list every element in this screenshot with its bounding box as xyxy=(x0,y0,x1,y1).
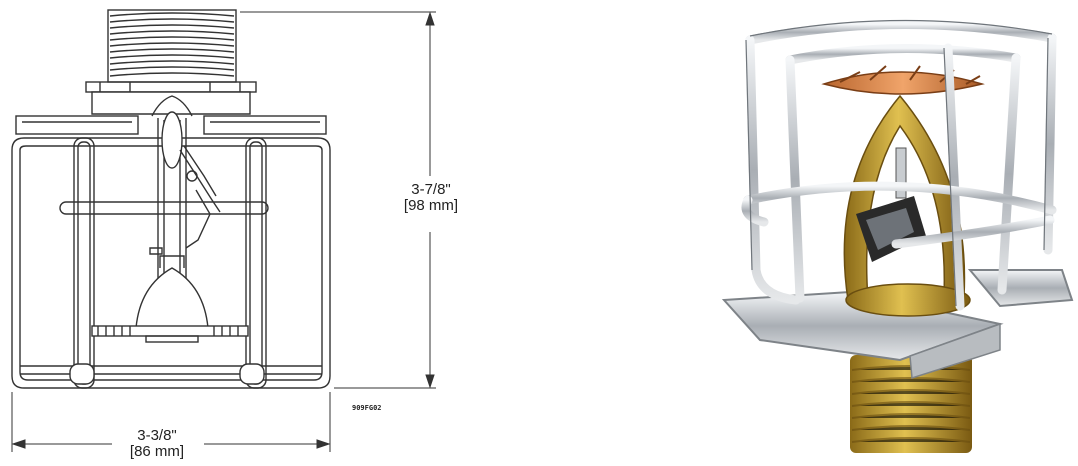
thermal-link xyxy=(149,145,221,255)
width-dimension-label: 3-3/8" [86 mm] xyxy=(112,428,202,460)
width-dimension-line xyxy=(11,392,331,452)
wire-guard xyxy=(741,20,1057,311)
technical-drawing: 3-7/8" [98 mm] 3-3/8" [86 mm] 909FG02 xyxy=(0,0,500,466)
deflector-cone xyxy=(135,267,209,329)
sprinkler-frame xyxy=(151,95,193,300)
sprinkler-drawing xyxy=(11,9,436,452)
guard-frame xyxy=(11,137,331,389)
thread-inlet xyxy=(107,9,237,83)
deflector xyxy=(821,65,985,95)
sprinkler-photo xyxy=(700,0,1078,466)
guard-bottom-bar xyxy=(20,365,322,375)
height-metric: [98 mm] xyxy=(403,197,459,214)
thermal-element xyxy=(856,147,926,262)
guard-wires xyxy=(73,137,267,389)
height-dimension-line xyxy=(240,11,436,389)
width-imperial: 3-3/8" xyxy=(137,427,177,444)
deflector-plate xyxy=(91,325,249,343)
right-flange xyxy=(203,115,327,135)
guard-base-plate xyxy=(721,269,1074,379)
figure-code: 909FG02 xyxy=(352,404,382,412)
height-dimension-label: 3-7/8" [98 mm] xyxy=(386,182,476,214)
wire-guard-outline xyxy=(745,19,1053,307)
brass-yoke xyxy=(843,94,971,317)
height-imperial: 3-7/8" xyxy=(411,181,451,198)
width-metric: [86 mm] xyxy=(129,443,185,460)
wrench-flats xyxy=(85,81,257,93)
sprinkler-photo-illustration xyxy=(721,19,1074,453)
left-flange xyxy=(15,115,139,135)
mounting-plate xyxy=(91,91,251,115)
